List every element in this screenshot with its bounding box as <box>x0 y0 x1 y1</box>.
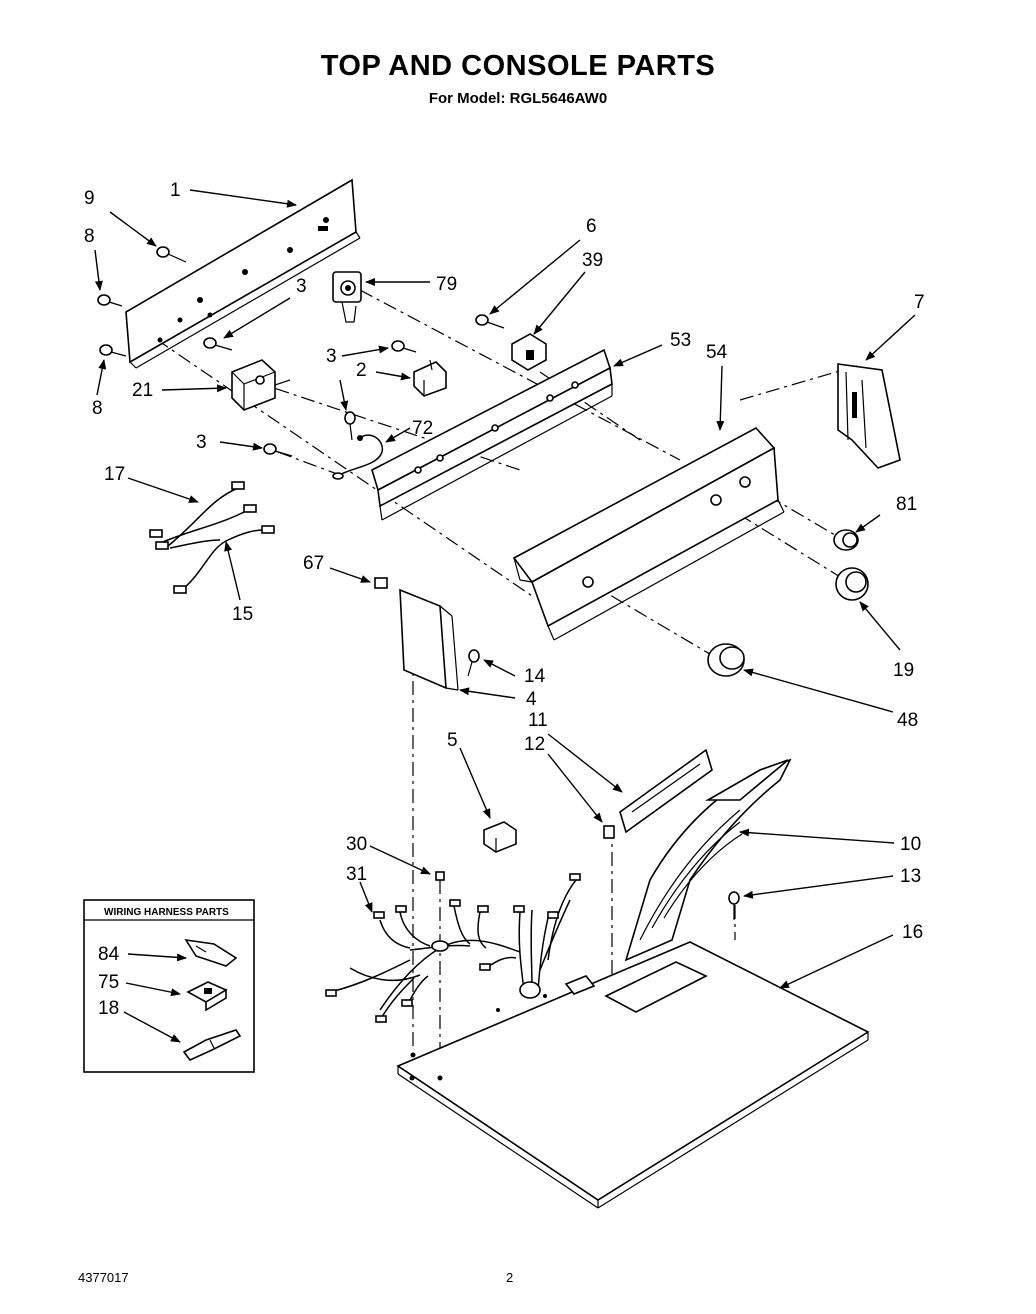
legend-item-18: 18 <box>98 998 119 1019</box>
callout-5: 5 <box>447 730 458 751</box>
legend-item-75: 75 <box>98 972 119 993</box>
screw-14-icon <box>467 649 480 677</box>
callout-3-b: 3 <box>326 346 337 367</box>
console-rear-panel <box>125 178 361 369</box>
callout-9: 9 <box>84 188 95 209</box>
callout-54: 54 <box>706 342 728 363</box>
screw-set <box>97 246 740 920</box>
callout-81: 81 <box>896 494 917 515</box>
callout-2: 2 <box>356 360 367 381</box>
switch-79 <box>332 271 362 323</box>
legend-item-84: 84 <box>98 944 120 965</box>
callout-16: 16 <box>902 922 923 943</box>
screw-3-d-icon <box>263 443 293 457</box>
wiring-harness-legend: WIRING HARNESS PARTS 84 75 18 <box>83 899 255 1073</box>
wire-72 <box>332 434 384 480</box>
screw-3-b-icon <box>391 340 417 353</box>
knob-81-icon <box>833 529 859 551</box>
control-bracket-53 <box>371 348 613 521</box>
connector-5 <box>483 821 517 853</box>
callout-7: 7 <box>914 292 925 313</box>
console-front-54 <box>512 426 785 641</box>
callout-48: 48 <box>897 710 918 731</box>
alignment-lines <box>133 289 861 1078</box>
trim-11 <box>619 748 713 834</box>
legend-title: WIRING HARNESS PARTS <box>104 907 229 918</box>
callout-19: 19 <box>893 660 914 681</box>
screw-6-icon <box>475 314 505 329</box>
screw-8-lower-icon <box>99 344 127 357</box>
callout-1: 1 <box>170 180 181 201</box>
callout-15: 15 <box>232 604 253 625</box>
bracket-2 <box>413 359 447 397</box>
switch-39 <box>511 333 547 371</box>
screw-13-icon <box>728 891 740 920</box>
callout-11: 11 <box>528 710 548 731</box>
callout-3-d: 3 <box>196 432 207 453</box>
knob-19-icon <box>835 567 869 601</box>
callout-31: 31 <box>346 864 367 885</box>
console-10 <box>624 758 792 962</box>
callout-67: 67 <box>303 553 324 574</box>
callout-13: 13 <box>900 866 921 887</box>
callout-12: 12 <box>524 734 545 755</box>
callout-3-a: 3 <box>296 276 307 297</box>
page-title: TOP AND CONSOLE PARTS <box>320 50 716 82</box>
callout-14: 14 <box>524 666 546 687</box>
end-cap-7 <box>837 363 901 469</box>
main-wire-harness-31 <box>325 871 581 1023</box>
callout-6: 6 <box>586 216 597 237</box>
clip-67-icon <box>374 577 388 589</box>
document-number: 4377017 <box>78 1270 129 1285</box>
leader-arrows <box>94 189 916 989</box>
terminal-18-icon <box>182 1029 242 1061</box>
callout-8-lower: 8 <box>92 398 103 419</box>
screw-3-a-icon <box>203 337 233 351</box>
terminal-84-icon <box>184 938 238 967</box>
screw-9-icon <box>156 246 187 263</box>
timer-21 <box>231 359 291 411</box>
callout-79: 79 <box>436 274 457 295</box>
screw-8-upper-icon <box>97 294 123 307</box>
callout-39: 39 <box>582 250 603 271</box>
knob-48-icon <box>707 643 745 677</box>
callout-8-upper: 8 <box>84 226 95 247</box>
top-panel-16 <box>396 941 870 1209</box>
clip-12-icon <box>603 825 615 839</box>
callout-30: 30 <box>346 834 367 855</box>
callout-72: 72 <box>412 418 433 439</box>
page-number: 2 <box>506 1270 514 1285</box>
callout-21: 21 <box>132 380 153 401</box>
page-subtitle: For Model: RGL5646AW0 <box>428 90 608 107</box>
bracket-4 <box>399 588 459 691</box>
callout-labels: 1 9 8 8 21 3 3 3 3 2 72 79 6 39 53 54 7 … <box>84 180 925 943</box>
screw-3-c-icon <box>344 411 356 441</box>
wire-harness-17-15 <box>149 481 275 594</box>
callout-10: 10 <box>900 834 921 855</box>
connector-75-icon <box>186 981 228 1012</box>
callout-17: 17 <box>104 464 125 485</box>
callout-4: 4 <box>526 689 537 710</box>
callout-53: 53 <box>670 330 691 351</box>
